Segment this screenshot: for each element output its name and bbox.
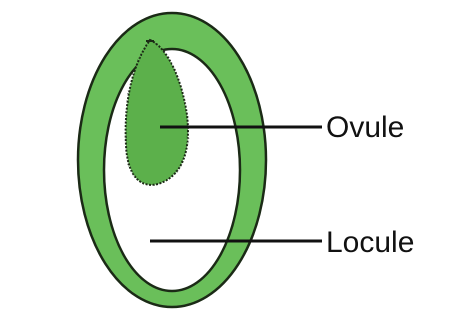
ovule-label: Ovule [326,111,404,144]
locule-label: Locule [326,226,414,259]
